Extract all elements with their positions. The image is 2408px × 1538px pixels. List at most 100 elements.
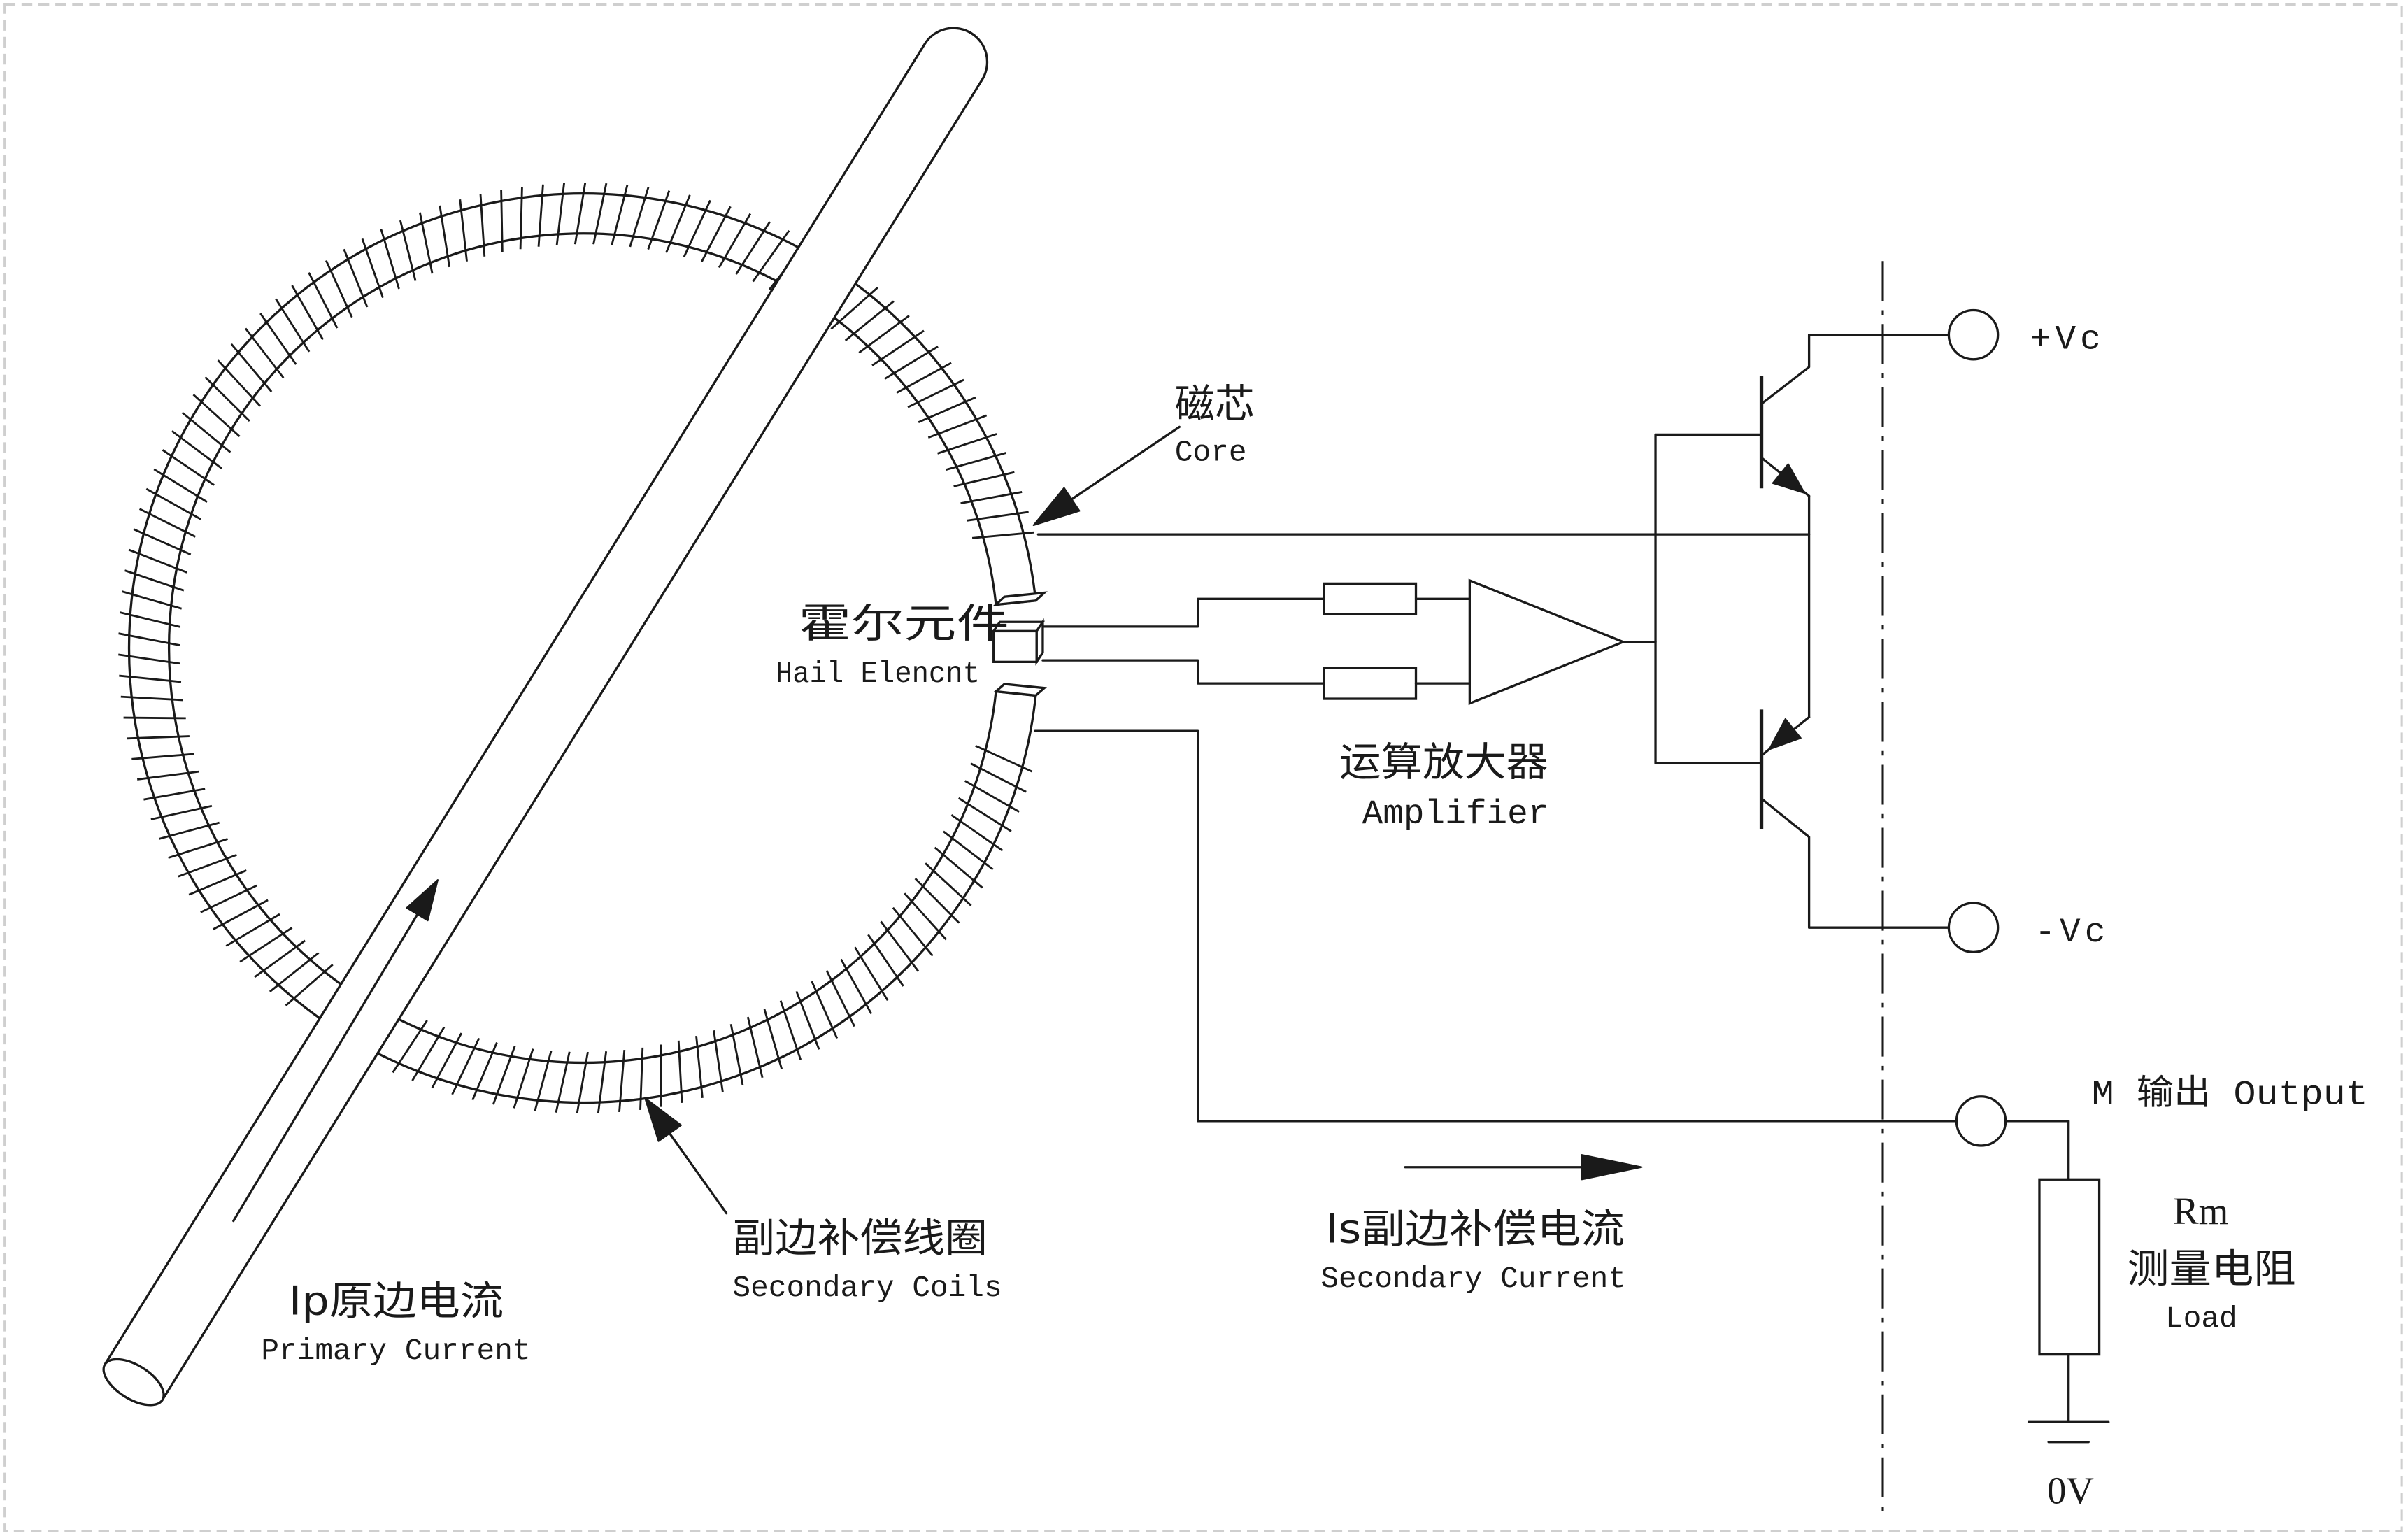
coil-turn [519,187,523,250]
coil-turn [795,990,820,1050]
label-primary-current-cn: Ip原边电流 [289,1279,504,1325]
wire-coil-to-output [1034,729,1958,1123]
coil-turn [451,1037,480,1095]
coil-turn [131,753,194,760]
terminal-negative-supply [1947,902,2000,953]
operational-amplifier [1468,578,1627,706]
coils-pointer-shaft [668,1132,728,1215]
coil-turn [217,359,262,407]
primary-conductor [102,27,989,1407]
measuring-resistor [2038,1178,2101,1356]
transistor-upper-collector [1760,334,1951,406]
coil-turn [700,206,732,263]
coil-turn [138,508,196,538]
coil-turn [192,394,241,438]
core-pointer-shaft [1071,425,1181,501]
label-secondary-coils-cn: 副边补偿线圈 [732,1216,987,1262]
coil-turn [118,632,180,646]
coil-turn [943,830,994,871]
coil-turn [934,846,983,889]
coil-turn [145,487,201,520]
coil-turn [128,548,187,574]
coil-turn [844,300,895,341]
coil-turn [573,183,587,245]
wire-hall-lower [1041,659,1325,685]
coil-turn [597,1051,608,1113]
label-rm-en: Load [2165,1302,2237,1336]
coil-turn [975,745,1033,773]
coil-turn [665,194,691,253]
coil-turn [178,853,237,878]
coil-turn [953,471,1015,487]
coil-turn [411,1026,446,1081]
coil-turn [500,190,504,252]
label-amplifier-cn: 运算放大器 [1339,739,1548,785]
label-hall-cn: 霍尔元件 [799,601,1009,647]
coil-turn [871,329,925,366]
coil-turn [117,653,180,665]
coil-turn [729,1023,744,1086]
coil-turn [181,411,231,453]
coil-turn [858,315,910,354]
coil-turn [439,205,451,268]
coil-turn [479,194,486,257]
coil-turn [927,414,988,439]
label-secondary-current-cn: Is副边补偿电流 [1325,1206,1625,1252]
coil-turn [611,184,629,245]
coil-turn [811,981,839,1039]
label-output: M 输出 Output [2092,1075,2368,1115]
core-ring [117,183,1048,1114]
coil-turn [119,674,182,683]
label-core-en: Core [1175,436,1247,470]
coil-turn [513,1048,534,1109]
label-rm: Rm [2173,1190,2228,1232]
coil-turn [971,531,1034,539]
image-frame [3,3,2403,1532]
coil-turn [914,878,960,924]
coil-turn [275,298,311,353]
coil-turn [967,511,1029,522]
coil-turn [133,528,192,556]
coil-turn [399,220,417,281]
coil-turn [867,934,904,987]
coil-turn [269,952,320,992]
label-positive-supply: +Vc [2030,320,2101,359]
transistor-lower-collector [1760,797,1951,929]
coil-turn [230,343,273,392]
coil-turn [285,964,334,1006]
coil-turn [950,813,1004,852]
coil-turn [534,1050,553,1111]
coil-turn [212,899,269,931]
coil-turn [660,1044,662,1107]
label-core-cn: 磁芯 [1175,381,1255,427]
coil-turn [896,362,952,394]
core-end-upper-face [992,591,1048,606]
coil-turn [492,1046,516,1105]
coil-turn [204,376,250,422]
coil-turn [830,286,878,330]
coil-turn [171,430,223,469]
transistor-upper-emitter-arrow [1772,463,1806,494]
coils-pointer-head [644,1097,682,1142]
coil-turn [647,190,671,250]
wire-output-to-load [2004,1120,2070,1181]
coil-turn [695,1035,704,1098]
circuit [1034,308,2110,1444]
coil-turn [618,1049,626,1113]
transistor-lower [1759,709,1951,929]
ground-symbol [2027,1420,2110,1444]
coil-turn [946,452,1006,471]
coil-turn [592,183,608,245]
coil-turn [239,927,293,963]
primary-current-arrow-head [406,879,439,922]
coil-turn [291,285,324,341]
coil-turn [150,804,213,820]
core-end-lower-face [993,683,1048,697]
coil-turn [904,892,947,941]
core-pointer-head [1032,487,1081,527]
coil-turn [884,346,939,380]
secondary-current-arrow-head [1581,1154,1643,1181]
label-secondary-current-en: Secondary Current [1320,1262,1626,1296]
label-negative-supply: -Vc [2035,913,2105,952]
